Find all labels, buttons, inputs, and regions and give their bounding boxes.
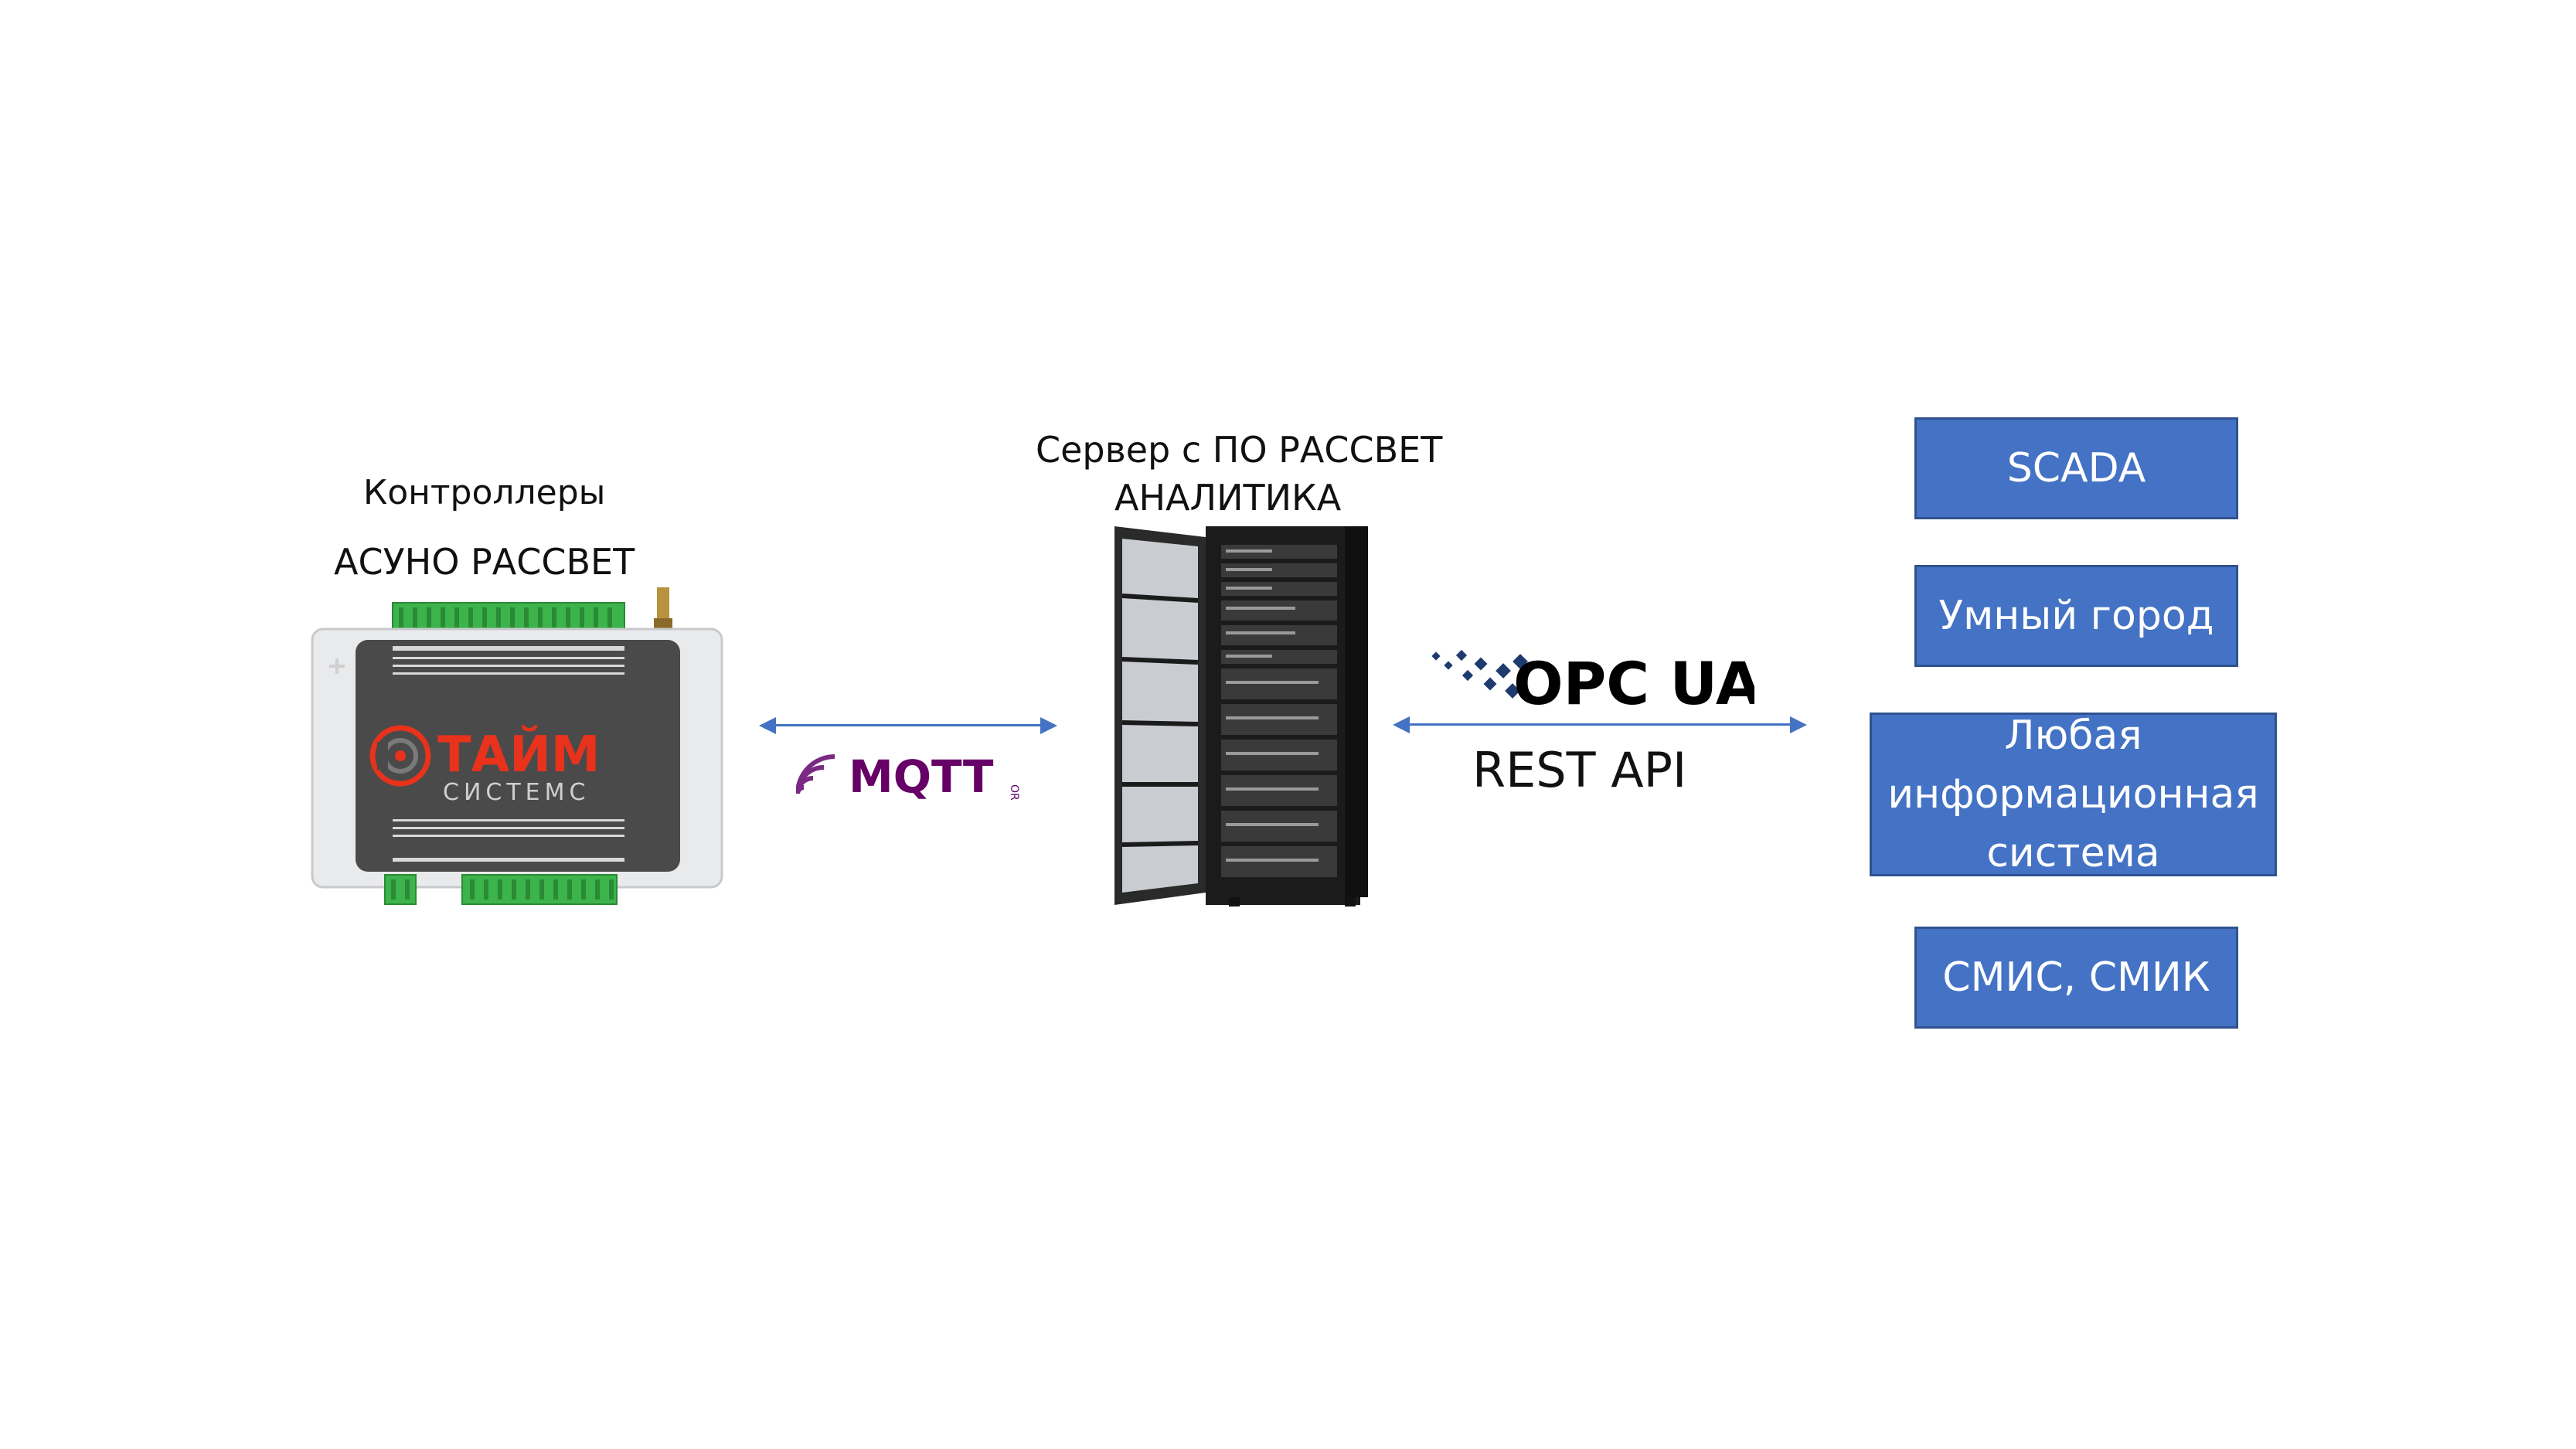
- server-title-line1: Сервер с ПО РАССВЕТ: [1036, 429, 1443, 471]
- target-box-smart-city: Умный город: [1914, 565, 2238, 667]
- target-label: Умный город: [1938, 593, 2214, 639]
- controller-title-line2: АСУНО РАССВЕТ: [334, 541, 635, 583]
- mqtt-suffix-text: ORG: [1008, 784, 1020, 800]
- server-rack: [1113, 522, 1376, 908]
- opc-ua-logo-graphic: OPC UA: [1431, 649, 1761, 718]
- mqtt-text: MQTT: [849, 750, 994, 800]
- rest-api-label: REST API: [1472, 742, 1687, 798]
- usb-icon: [329, 658, 345, 674]
- brand-sub-text: СИСТЕМС: [443, 779, 590, 806]
- server-rack-graphic: [1114, 526, 1368, 906]
- mqtt-signal-icon: [795, 754, 835, 794]
- mqtt-logo: MQTT ORG: [795, 746, 1028, 809]
- mqtt-logo-graphic: MQTT ORG: [795, 750, 1020, 809]
- opc-ua-logo: OPC UA: [1430, 645, 1761, 718]
- arrow-head-right: [1040, 717, 1057, 734]
- opc-ua-text: OPC UA: [1513, 649, 1754, 711]
- brand-main-text: ТАЙМ: [437, 725, 600, 784]
- target-box-any-system: Любая информационная система: [1870, 713, 2277, 876]
- arrow-head-left: [759, 717, 776, 734]
- target-box-smis: СМИС, СМИК: [1914, 927, 2238, 1029]
- arrow-head-right: [1790, 716, 1807, 733]
- controller-title-line1: Контроллеры: [363, 473, 606, 512]
- controller-device-graphic: ТАЙМ СИСТЕМС: [311, 562, 723, 905]
- server-title-line2: АНАЛИТИКА: [1114, 477, 1342, 519]
- target-box-scada: SCADA: [1914, 417, 2238, 519]
- target-label: СМИС, СМИК: [1942, 954, 2210, 1001]
- antenna-icon: [639, 562, 687, 629]
- target-label: Любая информационная система: [1887, 713, 2259, 876]
- arrow-line: [773, 724, 1043, 726]
- arrow-head-left: [1393, 716, 1410, 733]
- arrow-line: [1407, 723, 1793, 726]
- target-label: SCADA: [2006, 445, 2146, 492]
- controller-device: ТАЙМ СИСТЕМС: [308, 562, 725, 912]
- brand-logo-icon: [369, 725, 431, 787]
